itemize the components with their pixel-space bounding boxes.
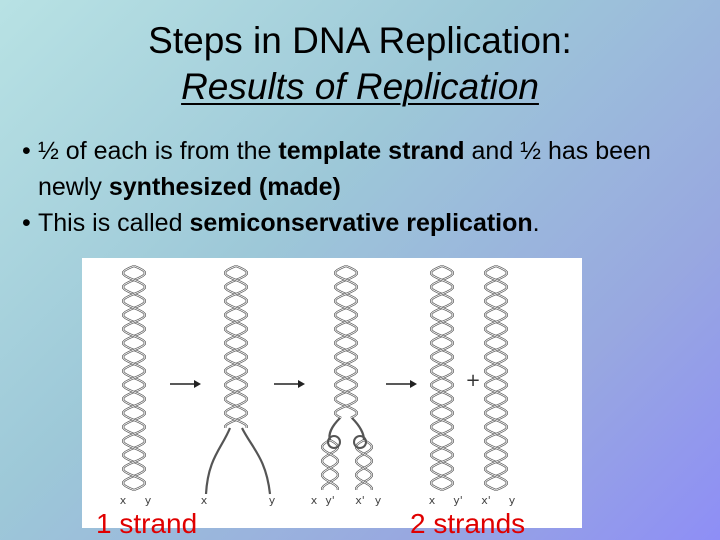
slide-title: Steps in DNA Replication: Results of Rep… [0,18,720,110]
label-one-strand: 1 strand [96,508,198,539]
bullet-text: ½ of each is from the template strand an… [36,133,712,205]
bullet-dot-icon: • [22,209,31,237]
strand-letter: x [429,494,436,507]
strand-letter: x' [355,494,365,507]
strand-letter: y [145,494,152,507]
helix-strand-highlight [224,265,248,428]
strand-letter: x [201,494,208,507]
title-line-1: Steps in DNA Replication: [148,20,572,61]
separated-strand [204,427,232,495]
separated-strand [241,427,272,495]
strand-letter: x [311,494,318,507]
bullet-text-part: and ½ has been newly [38,137,651,201]
dna-helix-diagram: x y x y x y' x' y + x y' x' y [120,264,516,507]
helix-new-right [355,439,373,490]
helix-strand-highlight [224,265,248,428]
strand-letter: y [375,494,382,507]
title-line-2: Results of Replication [181,66,539,107]
helix-strand-highlight [355,439,373,490]
strand-letter: x [120,494,127,507]
arrow-head-icon [298,380,305,388]
strand-letter: x' [481,494,491,507]
bullet-text-part: . [532,209,540,237]
bullet-list: • ½ of each is from the template strand … [22,133,712,241]
bullet-item: • This is called semiconservative replic… [22,205,712,241]
helix-strand-highlight [334,265,358,419]
label-two-strands: 2 strands [410,508,526,539]
bullet-text-bold: synthesized (made) [108,173,341,201]
strand-letter: y [509,494,516,507]
fork-enzyme-icon [327,435,341,449]
bullet-text: This is called semiconservative replicat… [36,205,540,241]
helix-strand-highlight [334,265,358,419]
helix-new-left [321,439,339,490]
arrow-head-icon [410,380,417,388]
fork-enzyme-icon [353,435,367,449]
bullet-text-bold: template strand [278,137,465,165]
helix-strand-highlight [430,265,454,491]
replication-figure: x y x y x y' x' y + x y' x' y [82,258,582,528]
bullet-dot-icon: • [22,137,31,165]
bullet-item: • ½ of each is from the template strand … [22,133,712,205]
arrow-head-icon [194,380,201,388]
bullet-text-part: ½ of each is from the [38,137,279,165]
helix-strand-highlight [321,439,339,490]
helix-replicating [334,264,358,419]
plus-sign: + [465,370,480,391]
strand-letter: y [269,494,276,507]
bullet-text-bold: semiconservative replication [189,209,533,237]
helix-original [122,264,146,492]
helix-strand-highlight [484,265,508,491]
strand-letter: y' [453,494,463,507]
helix-daughter-1 [430,264,454,492]
helix-daughter-2 [484,264,508,492]
helix-unwinding [224,264,248,428]
bullet-text-part: This is called [38,209,190,237]
strand-letter: y' [325,494,335,507]
helix-strand-highlight [122,265,146,491]
